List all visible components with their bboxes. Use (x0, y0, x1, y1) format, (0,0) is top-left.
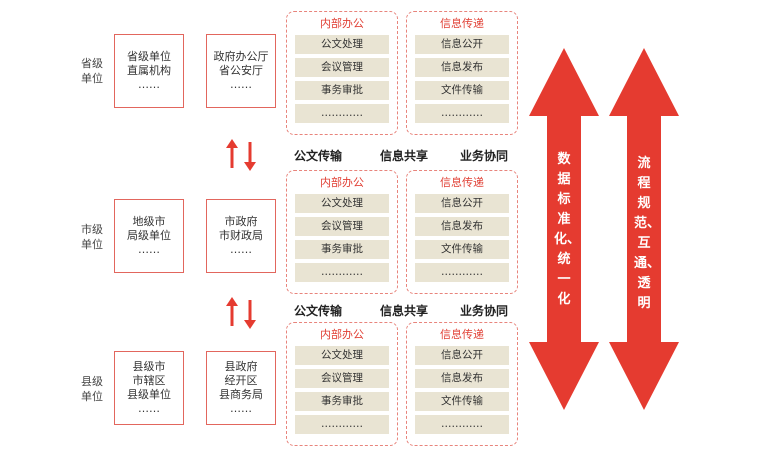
panel-info-transfer-province: 信息传递 信息公开 信息发布 文件传输 ………… (406, 11, 518, 135)
panel-item: ………… (415, 104, 509, 123)
connector-doc-transfer: 公文传输 (294, 304, 343, 318)
county-government-box[interactable]: 县政府 经开区 县商务局 …… (206, 351, 276, 425)
arrow-label-data-standardization: 数据标准化、统一化 (554, 152, 581, 307)
panel-internal-office-city: 内部办公 公文处理 会议管理 事务审批 ………… (286, 170, 398, 294)
panel-item: ………… (295, 415, 389, 434)
panel-item: ………… (295, 263, 389, 282)
level-label-county: 县级 单位 (81, 375, 103, 403)
panel-item[interactable]: 信息发布 (415, 58, 509, 77)
panel-item[interactable]: 公文处理 (295, 194, 389, 213)
province-government-box[interactable]: 政府办公厅 省公安厅 …… (206, 34, 276, 108)
panel-item[interactable]: 事务审批 (295, 81, 389, 100)
panel-internal-office-province: 内部办公 公文处理 会议管理 事务审批 ………… (286, 11, 398, 135)
arrow-label-process-norms: 流程规范、互通、透明 (634, 156, 661, 311)
county-units-box[interactable]: 县级市 市辖区 县级单位 …… (114, 351, 184, 425)
panel-item[interactable]: 信息公开 (415, 346, 509, 365)
panel-title: 内部办公 (320, 176, 364, 189)
panel-item[interactable]: 会议管理 (295, 369, 389, 388)
province-direct-units-box[interactable]: 省级单位 直属机构 …… (114, 34, 184, 108)
level-label-city: 市级 单位 (81, 223, 103, 251)
panel-item[interactable]: 信息发布 (415, 369, 509, 388)
panel-item[interactable]: 公文处理 (295, 346, 389, 365)
panel-title: 内部办公 (320, 17, 364, 30)
panel-item[interactable]: 会议管理 (295, 217, 389, 236)
panel-item[interactable]: 信息发布 (415, 217, 509, 236)
panel-info-transfer-county: 信息传递 信息公开 信息发布 文件传输 ………… (406, 322, 518, 446)
panel-item[interactable]: 公文处理 (295, 35, 389, 54)
panel-item: ………… (415, 263, 509, 282)
up-down-arrows-icon (226, 297, 256, 329)
double-arrow-icon (609, 48, 679, 410)
panel-internal-office-county: 内部办公 公文处理 会议管理 事务审批 ………… (286, 322, 398, 446)
city-government-box[interactable]: 市政府 市财政局 …… (206, 199, 276, 273)
up-down-arrows-icon (226, 139, 256, 171)
panel-title: 信息传递 (440, 176, 484, 189)
connector-info-share: 信息共享 (380, 149, 429, 163)
connector-doc-transfer: 公文传输 (294, 149, 343, 163)
panel-info-transfer-city: 信息传递 信息公开 信息发布 文件传输 ………… (406, 170, 518, 294)
level-label-province: 省级 单位 (81, 57, 103, 85)
panel-item[interactable]: 文件传输 (415, 81, 509, 100)
connector-biz-collab: 业务协同 (460, 304, 509, 318)
panel-item[interactable]: 事务审批 (295, 392, 389, 411)
panel-title: 内部办公 (320, 328, 364, 341)
panel-item: ………… (415, 415, 509, 434)
panel-title: 信息传递 (440, 328, 484, 341)
city-units-box[interactable]: 地级市 局级单位 …… (114, 199, 184, 273)
panel-title: 信息传递 (440, 17, 484, 30)
panel-item[interactable]: 文件传输 (415, 240, 509, 259)
double-arrow-icon (529, 48, 599, 410)
panel-item[interactable]: 事务审批 (295, 240, 389, 259)
panel-item[interactable]: 文件传输 (415, 392, 509, 411)
panel-item[interactable]: 信息公开 (415, 35, 509, 54)
connector-info-share: 信息共享 (380, 304, 429, 318)
panel-item: ………… (295, 104, 389, 123)
panel-item[interactable]: 信息公开 (415, 194, 509, 213)
connector-biz-collab: 业务协同 (460, 149, 509, 163)
panel-item[interactable]: 会议管理 (295, 58, 389, 77)
